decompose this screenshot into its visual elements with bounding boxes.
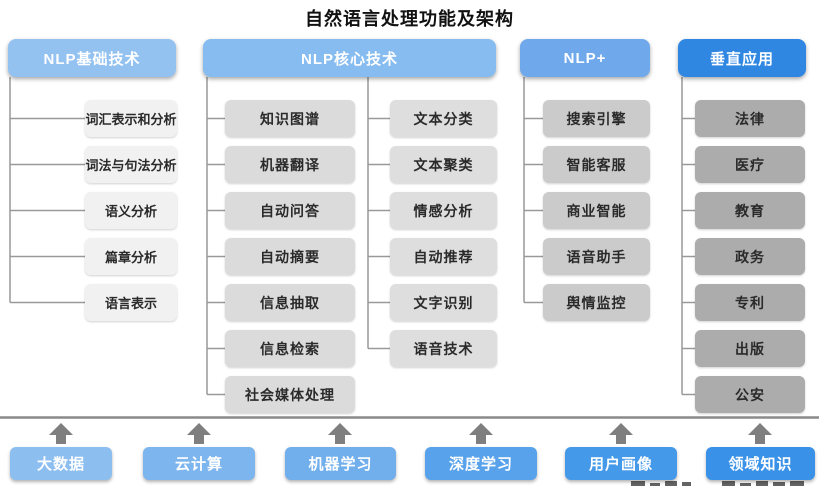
diagram-node: 文本分类 [390,100,497,137]
diagram-node: 智能客服 [543,146,650,183]
diagram-node: 篇章分析 [85,238,177,275]
column-header-vertical-apps: 垂直应用 [678,39,806,77]
diagram-node: 文字识别 [390,284,497,321]
diagram-node: 法律 [695,100,805,137]
diagram-node: 语音助手 [543,238,650,275]
watermark-fragment [631,481,804,486]
up-arrow-icon [748,423,772,444]
tree-connector [523,77,543,304]
column-header-nlp-core: NLP核心技术 [203,39,496,77]
diagram-node: 信息抽取 [225,284,355,321]
diagram-node: 专利 [695,284,805,321]
tree-connector [9,77,85,304]
foundation-box-domain-knowledge: 领域知识 [706,447,815,480]
diagram-node: 知识图谱 [225,100,355,137]
foundation-box-machine-learning: 机器学习 [285,447,396,480]
diagram-node: 教育 [695,192,805,229]
up-arrow-icons [49,423,772,444]
diagram-node: 词法与句法分析 [85,146,177,183]
diagram-node: 机器翻译 [225,146,355,183]
diagram-node: 语言表示 [85,284,177,321]
diagram-node: 信息检索 [225,330,355,367]
diagram-node: 自动问答 [225,192,355,229]
diagram-node: 词汇表示和分析 [85,100,177,137]
tree-connector [367,77,390,350]
up-arrow-icon [187,423,211,444]
diagram-node: 社会媒体处理 [225,376,355,413]
up-arrow-icon [469,423,493,444]
foundation-box-user-profile: 用户画像 [565,447,677,480]
up-arrow-icon [328,423,352,444]
diagram-node: 情感分析 [390,192,497,229]
diagram-node: 语音技术 [390,330,497,367]
column-header-nlp-basic: NLP基础技术 [8,39,176,77]
diagram-node: 舆情监控 [543,284,650,321]
diagram-node: 文本聚类 [390,146,497,183]
diagram-node: 语义分析 [85,192,177,229]
diagram-node: 医疗 [695,146,805,183]
column-header-nlp-plus: NLP+ [520,39,650,77]
diagram-node: 商业智能 [543,192,650,229]
diagram-node: 自动摘要 [225,238,355,275]
foundation-box-big-data: 大数据 [10,447,112,480]
diagram-node: 公安 [695,376,805,413]
diagram-node: 出版 [695,330,805,367]
tree-connector [206,77,225,396]
foundation-box-cloud-computing: 云计算 [143,447,255,480]
up-arrow-icon [609,423,633,444]
diagram-node: 自动推荐 [390,238,497,275]
tree-connector [681,77,695,396]
foundation-box-deep-learning: 深度学习 [425,447,537,480]
diagram-node: 政务 [695,238,805,275]
up-arrow-icon [49,423,73,444]
diagram-title: 自然语言处理功能及架构 [305,9,514,29]
diagram-node: 搜索引擎 [543,100,650,137]
